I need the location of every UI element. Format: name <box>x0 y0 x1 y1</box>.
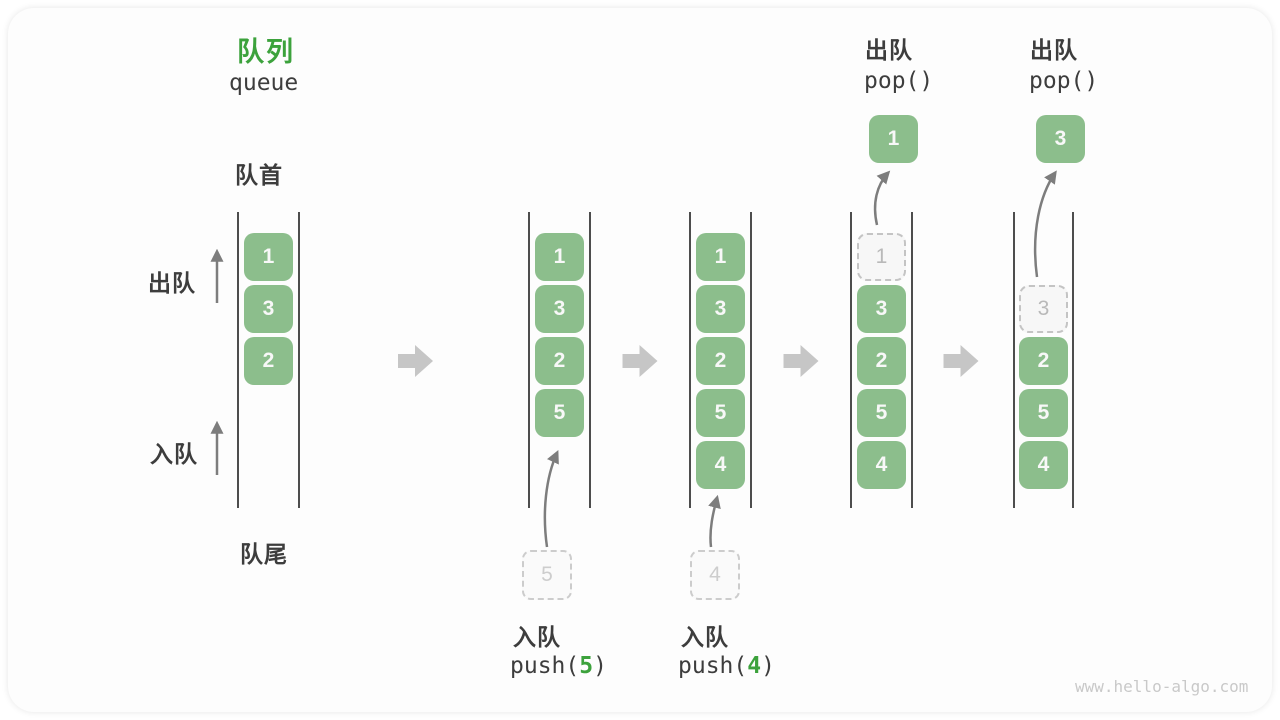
pop2-caption-code: pop() <box>1029 68 1099 94</box>
queue-1-element: 2 <box>244 337 293 385</box>
label-queue-front: 队首 <box>235 162 283 188</box>
queue-4-left-rail <box>850 212 852 508</box>
queue-3-element: 1 <box>696 233 745 281</box>
push5-code-post: ) <box>593 653 607 679</box>
queue-2-right-rail <box>589 212 591 508</box>
queue-4-removed-slot: 1 <box>857 233 906 281</box>
push4-code-arg: 4 <box>747 653 762 679</box>
queue-1-element: 1 <box>244 233 293 281</box>
queue-3-right-rail <box>750 212 752 508</box>
queue-5-popped-element: 3 <box>1036 115 1085 163</box>
label-dequeue-direction: 出队 <box>148 270 196 296</box>
queue-4-element: 3 <box>857 285 906 333</box>
queue-5-element: 5 <box>1019 389 1068 437</box>
queue-4-element: 5 <box>857 389 906 437</box>
queue-3-left-rail <box>689 212 691 508</box>
queue-4-right-rail <box>911 212 913 508</box>
queue-1-left-rail <box>237 212 239 508</box>
queue-1-element: 3 <box>244 285 293 333</box>
queue-5-left-rail <box>1013 212 1015 508</box>
queue-1-right-rail <box>298 212 300 508</box>
queue-2-left-rail <box>528 212 530 508</box>
push5-caption-zh: 入队 <box>513 624 561 650</box>
diagram-card <box>8 8 1272 712</box>
queue-4-element: 2 <box>857 337 906 385</box>
queue-2-element: 3 <box>535 285 584 333</box>
queue-3-element: 5 <box>696 389 745 437</box>
staged-element-4: 4 <box>690 550 740 600</box>
watermark: www.hello-algo.com <box>1075 677 1249 696</box>
queue-5-removed-slot: 3 <box>1019 285 1068 333</box>
queue-5-element: 4 <box>1019 441 1068 489</box>
push5-caption-code: push(5) <box>510 653 607 679</box>
staged-element-5: 5 <box>522 550 572 600</box>
queue-4-popped-element: 1 <box>869 115 918 163</box>
queue-5-element: 2 <box>1019 337 1068 385</box>
push4-code-pre: push( <box>678 653 748 679</box>
queue-2-element: 2 <box>535 337 584 385</box>
queue-2-element: 1 <box>535 233 584 281</box>
label-queue-rear: 队尾 <box>240 541 288 567</box>
queue-3-element: 4 <box>696 441 745 489</box>
queue-5-right-rail <box>1072 212 1074 508</box>
queue-4-element: 4 <box>857 441 906 489</box>
page-title: 队列 <box>237 37 295 67</box>
pop1-caption-zh: 出队 <box>865 37 913 63</box>
queue-3-element: 3 <box>696 285 745 333</box>
push5-code-arg: 5 <box>579 653 594 679</box>
pop1-caption-code: pop() <box>864 68 934 94</box>
queue-3-element: 2 <box>696 337 745 385</box>
push4-code-post: ) <box>761 653 775 679</box>
push5-code-pre: push( <box>510 653 580 679</box>
queue-2-element: 5 <box>535 389 584 437</box>
page-subtitle: queue <box>229 70 299 96</box>
push4-caption-zh: 入队 <box>681 624 729 650</box>
pop2-caption-zh: 出队 <box>1030 37 1078 63</box>
push4-caption-code: push(4) <box>678 653 775 679</box>
label-enqueue-direction: 入队 <box>150 441 198 467</box>
